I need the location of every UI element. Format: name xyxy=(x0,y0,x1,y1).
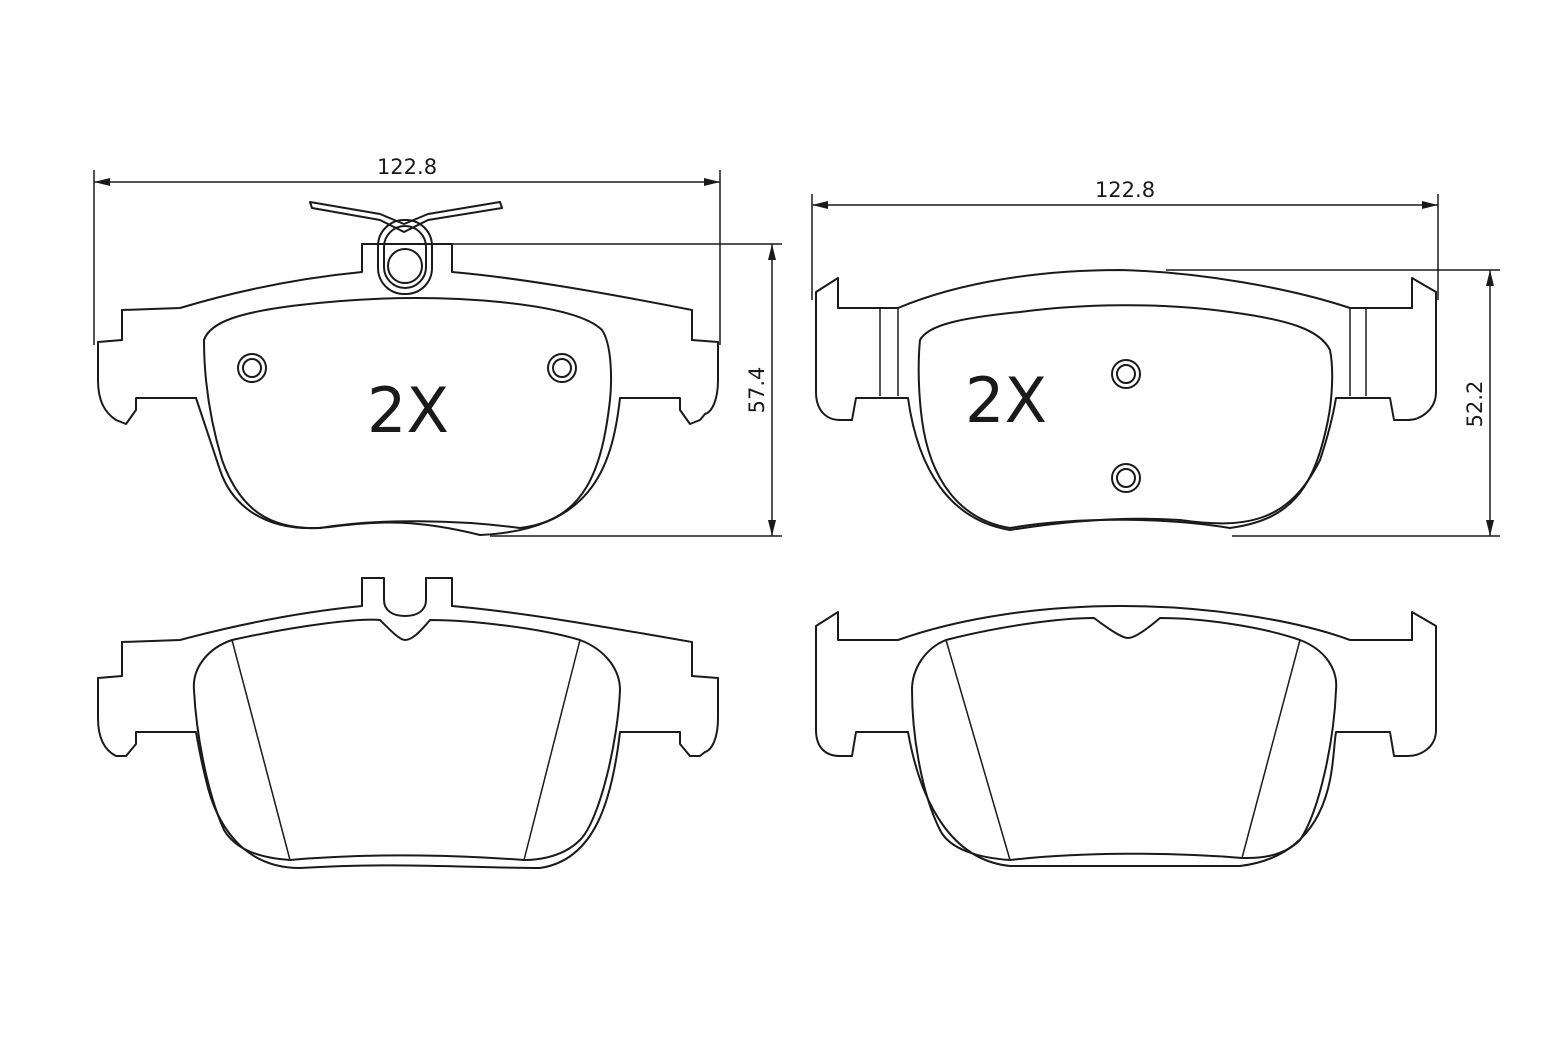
left-width-label: 122.8 xyxy=(377,155,437,179)
right-pad-hole-bottom xyxy=(1111,463,1141,493)
right-width-dimension: 122.8 xyxy=(811,178,1439,300)
left-pad-hole-right-inner xyxy=(552,358,572,378)
right-pad-hole-top xyxy=(1111,359,1141,389)
right-pad-backing-plate xyxy=(815,269,1437,531)
left-pad-hole-right xyxy=(547,353,577,383)
right-pad-friction-material xyxy=(917,304,1334,529)
left-width-dimension: 122.8 xyxy=(93,155,721,345)
left-pad-backing-plate xyxy=(97,243,719,536)
wear-sensor-clip xyxy=(309,201,503,295)
right-pad-back-inner xyxy=(911,617,1338,861)
left-height-dimension: 57.4 xyxy=(430,243,782,537)
right-pad-back-plate xyxy=(815,605,1437,868)
right-pad-front-view xyxy=(815,269,1437,531)
left-height-label: 57.4 xyxy=(745,367,769,414)
right-pad-back-view xyxy=(815,605,1437,868)
right-height-label: 52.2 xyxy=(1463,381,1487,428)
right-height-dimension: 52.2 xyxy=(1166,269,1500,537)
right-pad-hole-top-inner xyxy=(1116,364,1136,384)
left-pad-back-view xyxy=(97,577,719,869)
left-pad-back-inner xyxy=(192,618,621,861)
left-pad-front-view xyxy=(97,201,719,536)
left-quantity-label: 2X xyxy=(367,374,449,447)
left-pad-hole-left xyxy=(237,353,267,383)
left-pad-hole-left-inner xyxy=(242,358,262,378)
right-quantity-label: 2X xyxy=(965,364,1047,437)
left-pad-back-plate xyxy=(97,577,719,869)
right-pad-hole-bottom-inner xyxy=(1116,468,1136,488)
right-width-label: 122.8 xyxy=(1095,178,1155,202)
left-pad-friction-material xyxy=(203,297,613,530)
